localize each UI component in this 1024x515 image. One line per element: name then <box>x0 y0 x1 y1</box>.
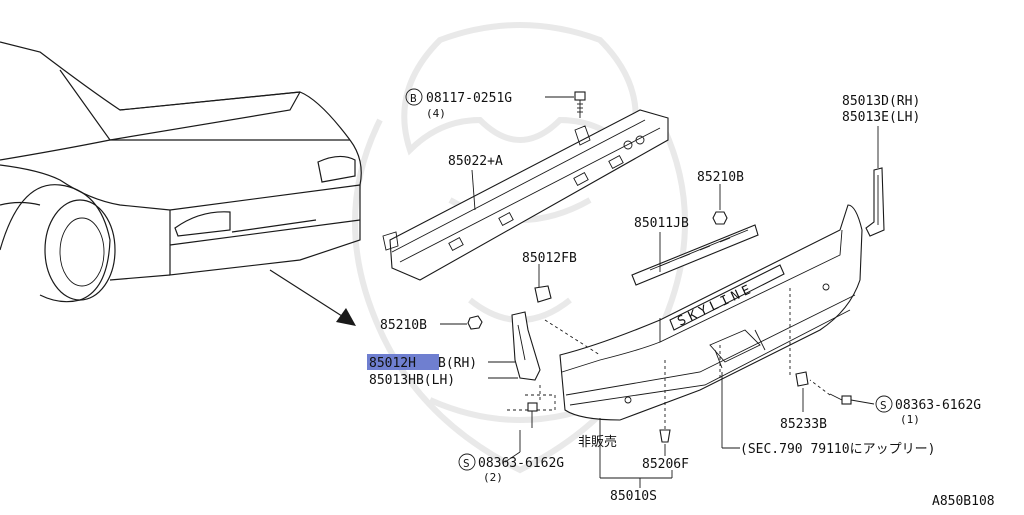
clip-bottom-label: 85206F <box>642 457 689 472</box>
clip-bottom-icon <box>659 429 671 456</box>
assembly-label: 85010S <box>610 489 657 504</box>
bolt-top-label: 08117-0251G <box>426 91 512 106</box>
reinforcement-label: 85022+A <box>448 154 503 169</box>
bumper-fascia-part: SKYLINE <box>559 204 863 421</box>
screw-right-qty: (1) <box>900 413 920 426</box>
screw-left-prefix: S <box>463 457 470 470</box>
not-for-sale-label: 非販売 <box>578 434 617 450</box>
nut-right-label: 85210B <box>697 170 744 185</box>
grille-part <box>631 224 759 286</box>
screw-left-icon <box>504 402 538 463</box>
nut-left-icon <box>440 315 483 330</box>
assembly-leader-lines <box>599 372 740 488</box>
side-retainer-part <box>865 167 885 237</box>
grille-label: 85011JB <box>634 216 689 231</box>
dashed-guides <box>505 288 831 432</box>
bracket-upper-part <box>534 264 552 303</box>
bolt-top-icon <box>545 91 586 118</box>
stay-bracket-part <box>488 311 541 381</box>
screw-right-icon <box>829 393 875 405</box>
stay-rh-rest-label: B(RH) <box>438 356 477 371</box>
bracket-upper-label: 85012FB <box>522 251 577 266</box>
stay-rh-highlight-label: 85012H <box>369 356 416 371</box>
bolt-top-qty: (4) <box>426 107 446 120</box>
car-rear-illustration <box>0 41 362 303</box>
clip-right-label: 85233B <box>780 417 827 432</box>
sec-ref-label: (SEC.790 79110にアップリー) <box>740 442 935 457</box>
screw-right-label: 08363-6162G <box>895 398 981 413</box>
direction-arrow-icon <box>269 269 356 326</box>
screw-left-qty: (2) <box>483 471 503 484</box>
nut-right-icon <box>712 184 728 225</box>
side-lh-label: 85013E(LH) <box>842 110 920 125</box>
nut-left-label: 85210B <box>380 318 427 333</box>
reinforcement-beam-part <box>382 109 669 281</box>
side-rh-label: 85013D(RH) <box>842 94 920 109</box>
bolt-top-prefix: B <box>410 92 417 105</box>
clip-right-icon <box>795 371 809 412</box>
callout-labels: B 08117-0251G (4) 85022+A 85210B 85013D(… <box>367 88 995 509</box>
diagram-id-label: A850B108 <box>932 494 995 509</box>
stay-rh-highlight-box <box>367 354 439 370</box>
screw-right-prefix: S <box>880 399 887 412</box>
stay-lh-label: 85013HB(LH) <box>369 373 455 388</box>
screw-left-label: 08363-6162G <box>478 456 564 471</box>
